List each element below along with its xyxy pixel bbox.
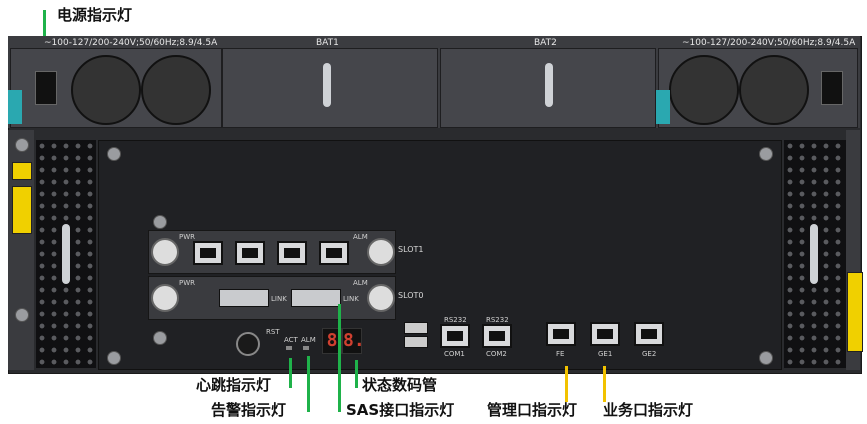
psu-left <box>10 48 222 128</box>
sas-port-2[interactable] <box>291 289 341 307</box>
seven-segment-digit-2: 8. <box>342 328 365 354</box>
power-led-callout: 电源指示灯 <box>57 6 133 24</box>
ge1-port[interactable] <box>590 322 620 346</box>
esd-label-icon <box>12 186 32 234</box>
screw-icon <box>759 147 773 161</box>
heartbeat-led-callout: 心跳指示灯 <box>196 376 272 394</box>
fan-icon <box>669 55 739 125</box>
usb-port-2[interactable] <box>404 336 428 348</box>
com2-port[interactable] <box>482 324 512 348</box>
psu-right-rating-label: ~100-127/200-240V;50/60Hz;8.9/4.5A <box>682 38 856 48</box>
com2-label: COM2 <box>486 350 507 358</box>
battery-1-handle[interactable] <box>323 63 331 107</box>
status-display-leader-line <box>355 360 358 388</box>
ge2-label: GE2 <box>642 350 657 358</box>
sas-port-led-callout: SAS接口指示灯 <box>346 401 455 419</box>
battery-module-2 <box>440 48 656 128</box>
slot1-port-1[interactable] <box>193 241 223 265</box>
heartbeat-led <box>286 346 292 350</box>
sas-port-1-link-label: LINK <box>271 295 287 303</box>
ge1-label: GE1 <box>598 350 613 358</box>
psu-right <box>658 48 858 128</box>
service-port-led-callout: 业务口指示灯 <box>603 401 694 419</box>
com1-label: COM1 <box>444 350 465 358</box>
power-socket <box>35 71 57 105</box>
card-thumbscrew[interactable] <box>367 284 395 312</box>
warning-label-icon <box>847 272 863 352</box>
screw-icon <box>107 147 121 161</box>
slot0-alm-label: ALM <box>353 279 368 287</box>
usb-port-1[interactable] <box>404 322 428 334</box>
power-led-leader-line <box>43 10 46 44</box>
fan-icon <box>739 55 809 125</box>
card-thumbscrew[interactable] <box>151 284 179 312</box>
card-thumbscrew[interactable] <box>367 238 395 266</box>
slot1-pwr-label: PWR <box>179 233 196 241</box>
fe-management-port[interactable] <box>546 322 576 346</box>
slot1-interface-card: PWR ALM <box>148 230 396 274</box>
screw-icon <box>15 138 29 152</box>
battery-module-1 <box>222 48 438 128</box>
sas-port-1[interactable] <box>219 289 269 307</box>
slot1-alm-label: ALM <box>353 233 368 241</box>
mgmt-port-led-callout: 管理口指示灯 <box>487 401 578 419</box>
status-display-callout: 状态数码管 <box>362 376 438 394</box>
power-socket <box>821 71 843 105</box>
card-thumbscrew[interactable] <box>151 238 179 266</box>
right-air-vent <box>784 140 846 368</box>
sas-port-2-link-label: LINK <box>343 295 359 303</box>
psu-left-rating-label: ~100-127/200-240V;50/60Hz;8.9/4.5A <box>44 38 218 48</box>
slot1-port-2[interactable] <box>235 241 265 265</box>
service-port-led-leader-line <box>603 366 606 402</box>
alm-label: ALM <box>301 336 316 344</box>
screw-icon <box>107 351 121 365</box>
slot1-port-4[interactable] <box>319 241 349 265</box>
screw-icon <box>153 215 167 229</box>
slot0-interface-card: PWR ALM LINK LINK <box>148 276 396 320</box>
screw-icon <box>153 331 167 345</box>
act-label: ACT <box>284 336 298 344</box>
com1-port[interactable] <box>440 324 470 348</box>
psu-right-latch[interactable] <box>656 90 670 124</box>
slot1-label: SLOT1 <box>398 245 424 254</box>
fan-icon <box>71 55 141 125</box>
psu-left-latch[interactable] <box>8 90 22 124</box>
alarm-led-callout: 告警指示灯 <box>211 401 287 419</box>
seven-segment-digit-1: 8 <box>322 328 342 354</box>
bat1-label: BAT1 <box>316 38 339 48</box>
left-air-vent <box>36 140 96 368</box>
slot0-pwr-label: PWR <box>179 279 196 287</box>
slot1-port-3[interactable] <box>277 241 307 265</box>
rst-label: RST <box>266 328 280 336</box>
mgmt-port-led-leader-line <box>565 366 568 402</box>
battery-2-handle[interactable] <box>545 63 553 107</box>
com2-rs232-label: RS232 <box>486 316 509 324</box>
reset-button[interactable] <box>236 332 260 356</box>
alarm-led <box>303 346 309 350</box>
warning-label-icon <box>12 162 32 180</box>
sas-port-led-leader-line <box>338 304 341 412</box>
left-ear-handle[interactable] <box>62 224 70 284</box>
fan-icon <box>141 55 211 125</box>
com1-rs232-label: RS232 <box>444 316 467 324</box>
ge2-port[interactable] <box>634 322 664 346</box>
screw-icon <box>15 308 29 322</box>
fe-label: FE <box>556 350 565 358</box>
right-ear-handle[interactable] <box>810 224 818 284</box>
slot0-label: SLOT0 <box>398 291 424 300</box>
alarm-led-leader-line <box>307 356 310 412</box>
bat2-label: BAT2 <box>534 38 557 48</box>
heartbeat-led-leader-line <box>289 358 292 388</box>
screw-icon <box>759 351 773 365</box>
